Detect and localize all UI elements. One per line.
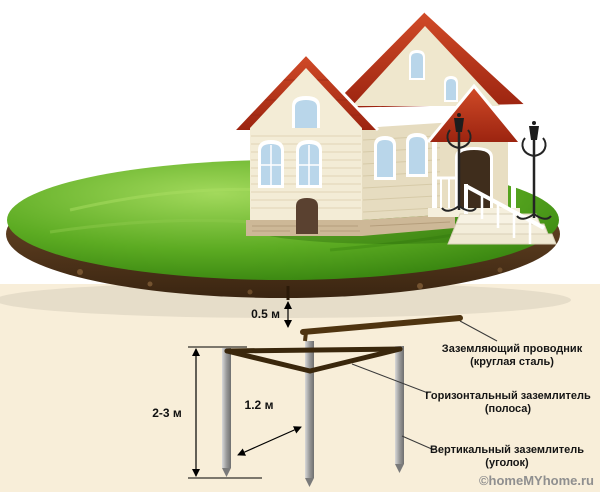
annotations: Заземляющий проводник (круглая сталь) Го…: [425, 343, 591, 469]
underground-background: [0, 284, 600, 492]
vertical-electrode-label-line2: (уголок): [485, 457, 529, 469]
island-shadow: [0, 282, 571, 318]
porch-post-left: [432, 142, 437, 212]
conductor-label-line1: Заземляющий проводник: [442, 343, 583, 355]
porch-door: [458, 150, 490, 208]
rod-left: [222, 348, 231, 468]
dimension-rod-length: 2-3 м: [152, 346, 262, 479]
depth-dimension-label: 0.5 м: [251, 307, 280, 321]
rod-middle: [305, 341, 314, 478]
strip-back: [224, 346, 403, 354]
dimension-depth: 0.5 м: [251, 301, 292, 328]
gable-window2: [446, 79, 456, 100]
gable-window: [411, 53, 423, 78]
rod-spacing-dimension-label: 1.2 м: [245, 398, 274, 412]
side-window1: [377, 140, 393, 177]
house: [232, 11, 557, 245]
lantern-right: [516, 121, 552, 220]
rod-right-tip: [395, 464, 404, 473]
horizontal-electrode-label-line1: Горизонтальный заземлитель: [425, 390, 591, 402]
foundation-stones: [252, 221, 451, 232]
horizontal-electrode-label-line2: (полоса): [485, 403, 532, 415]
stair-railing: [464, 184, 545, 244]
rod-length-dimension-label: 2-3 м: [152, 406, 182, 420]
watermark: ©homeMYhome.ru: [479, 473, 594, 488]
soil-stones: [77, 267, 503, 295]
strip-right: [307, 346, 403, 374]
rod-right: [395, 346, 404, 464]
main-gable-wall: [352, 26, 500, 106]
porch-floor: [428, 208, 520, 217]
strip-left: [224, 348, 313, 374]
front-window1-muntins: [261, 145, 281, 185]
dimension-rod-spacing: 1.2 м: [237, 398, 302, 456]
front-window2-muntins: [299, 145, 319, 185]
vertical-rods: [222, 341, 404, 487]
porch: [426, 83, 557, 245]
side-window2: [409, 137, 425, 174]
vertical-electrode-label-line1: Вертикальный заземлитель: [430, 444, 584, 456]
rod-middle-tip: [305, 478, 314, 487]
leader-lines: [351, 320, 498, 451]
rod-left-tip: [222, 468, 231, 477]
cellar-door: [296, 198, 318, 234]
grounding-conductor: [300, 315, 463, 335]
porch-post-right: [511, 142, 516, 214]
porch-roof-trim: [426, 83, 522, 143]
front-gable-window: [295, 100, 317, 128]
lantern-left: [441, 113, 477, 212]
porch-railing: [437, 176, 458, 208]
porch-roof: [428, 86, 520, 142]
main-roof-trim: [424, 11, 526, 105]
conductor-label-line2: (круглая сталь): [470, 356, 554, 368]
grounding-scheme: 0.5 м 2-3 м 1.2 м Заземляющий проводник …: [152, 286, 591, 487]
front-gable-trim: [232, 51, 380, 132]
horizontal-strips: [224, 346, 403, 374]
